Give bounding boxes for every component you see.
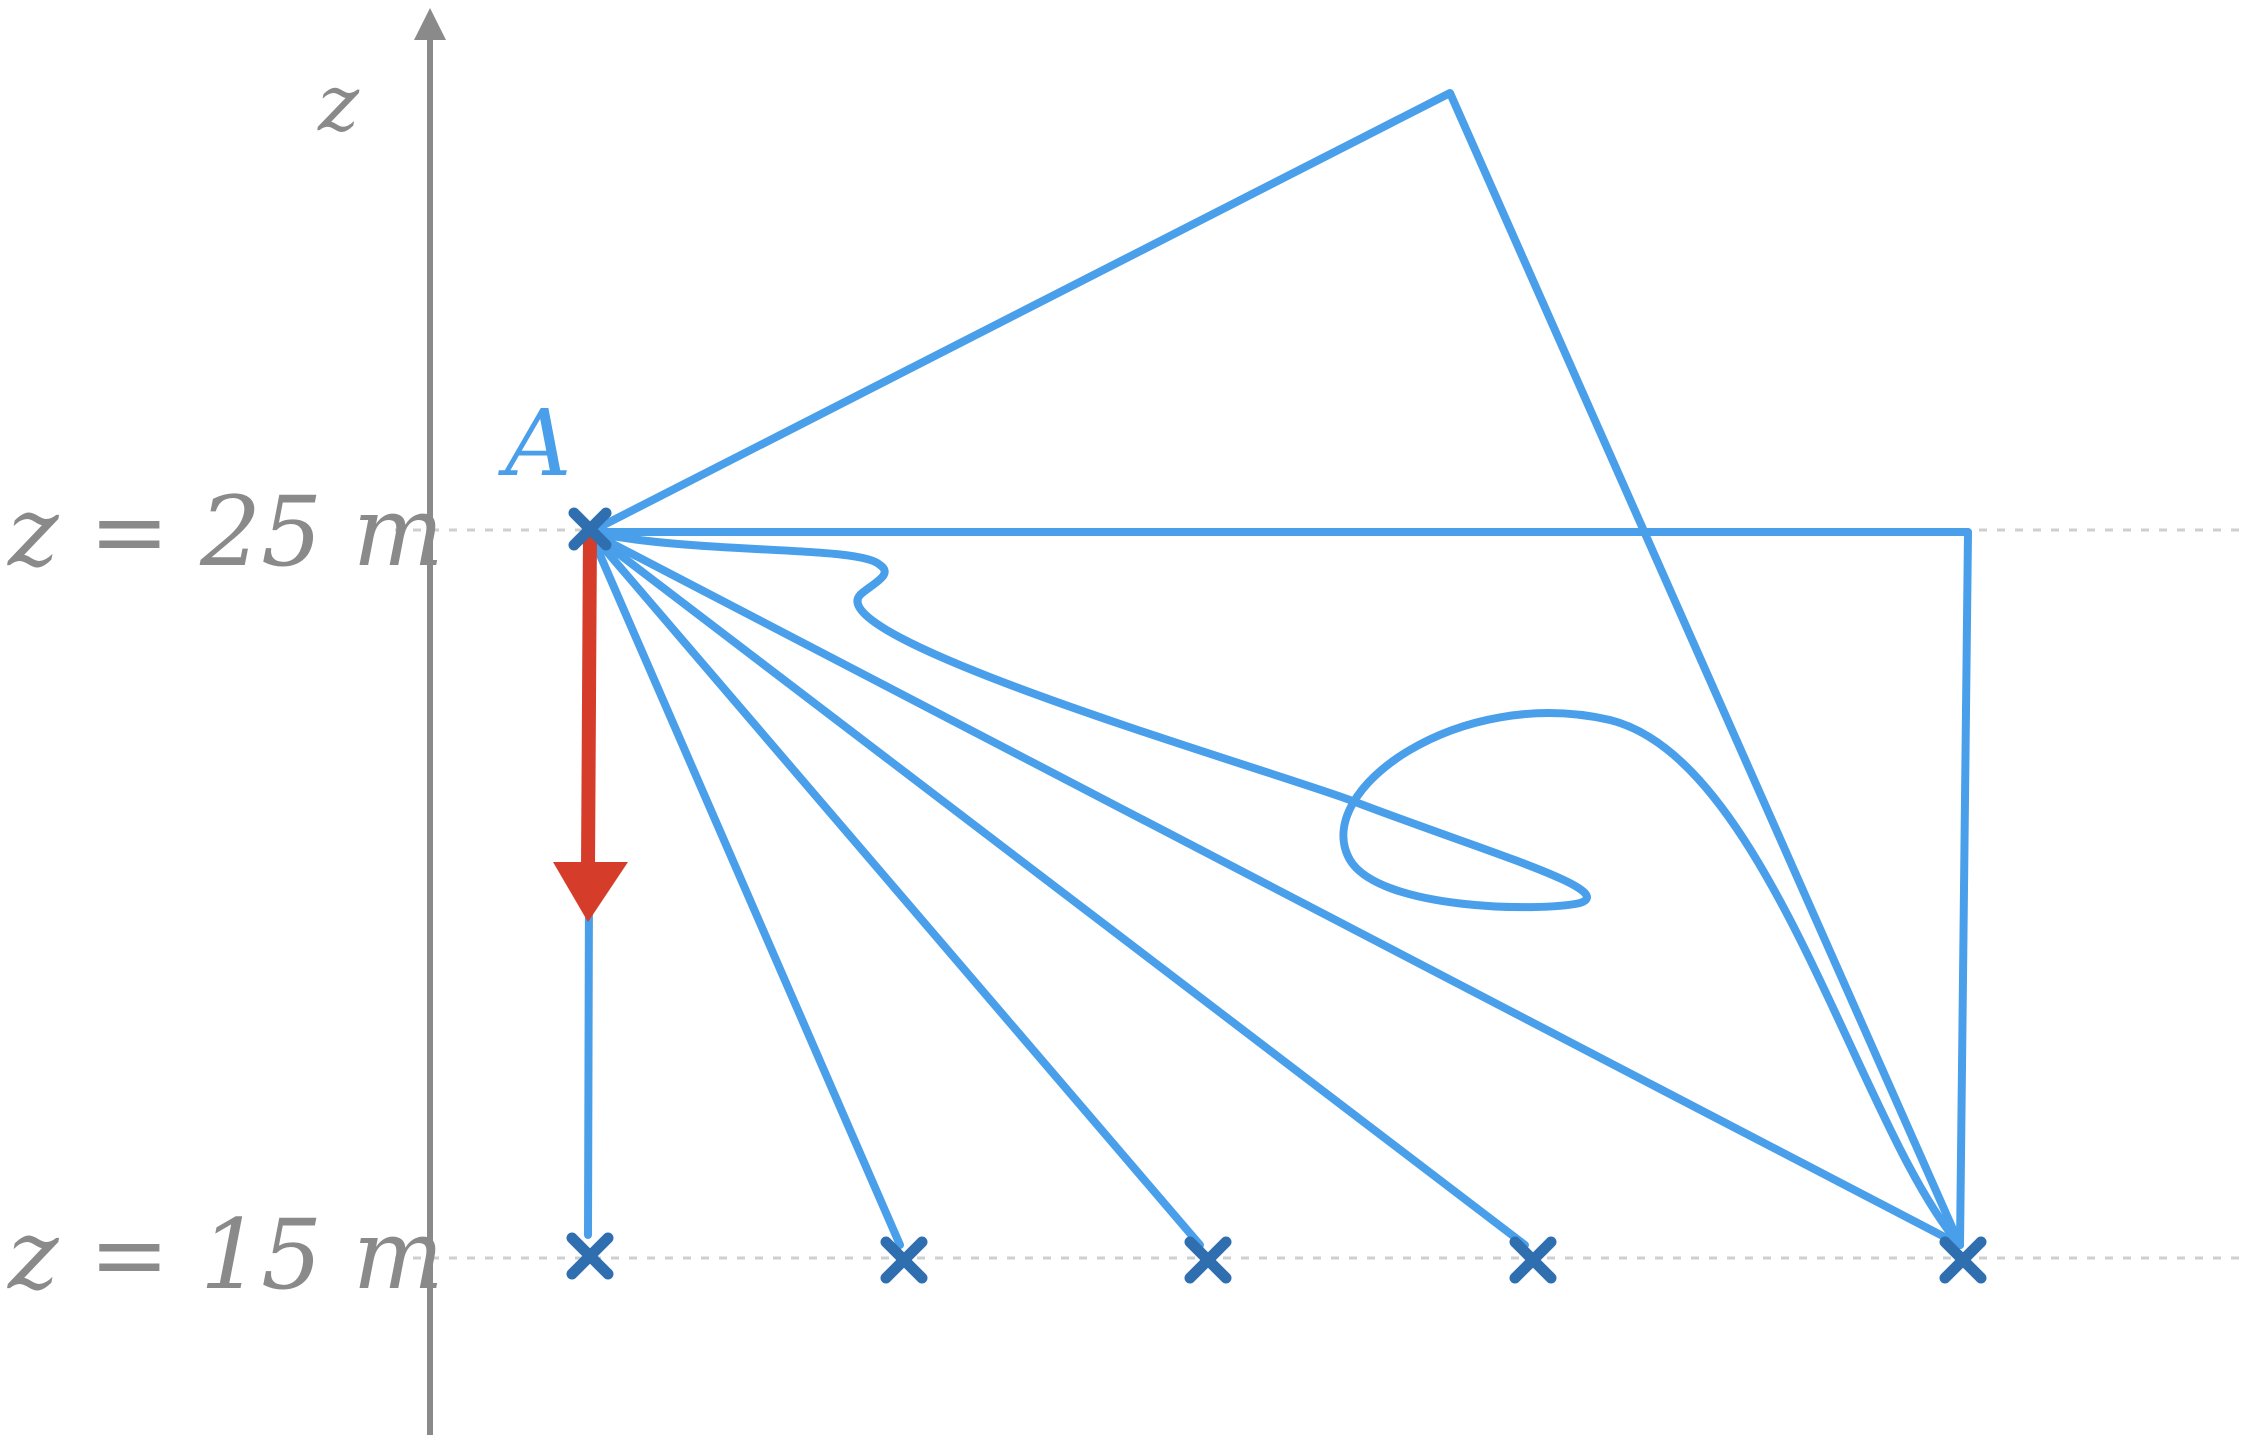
endpoint-marker (1509, 1236, 1557, 1284)
endpoint-marker (1184, 1236, 1232, 1284)
paths-group (584, 89, 1972, 1249)
path-looped-curve (586, 528, 1964, 1249)
axis-arrowhead (414, 8, 446, 40)
endpoint-marker (1939, 1236, 1987, 1284)
path-straight-4 (586, 528, 1964, 1249)
endpoint-marker (566, 1232, 614, 1280)
path-straight-3 (586, 528, 1529, 1249)
endpoint-marker (880, 1236, 928, 1284)
gravity-arrowhead (553, 862, 628, 922)
path-triangle-via-peak (586, 89, 1964, 1249)
z-axis (414, 8, 446, 1435)
path-straight-1 (586, 528, 904, 1249)
path-right-angle (586, 528, 1972, 1249)
lower-level-label: z = 15 m (7, 1199, 444, 1311)
point-label: A (497, 390, 571, 497)
path-straight-2 (586, 528, 1204, 1249)
upper-level-label: z = 25 m (7, 476, 444, 588)
start-marker (568, 507, 612, 551)
axis-label: z (317, 59, 360, 149)
gravity-arrow (553, 525, 628, 922)
